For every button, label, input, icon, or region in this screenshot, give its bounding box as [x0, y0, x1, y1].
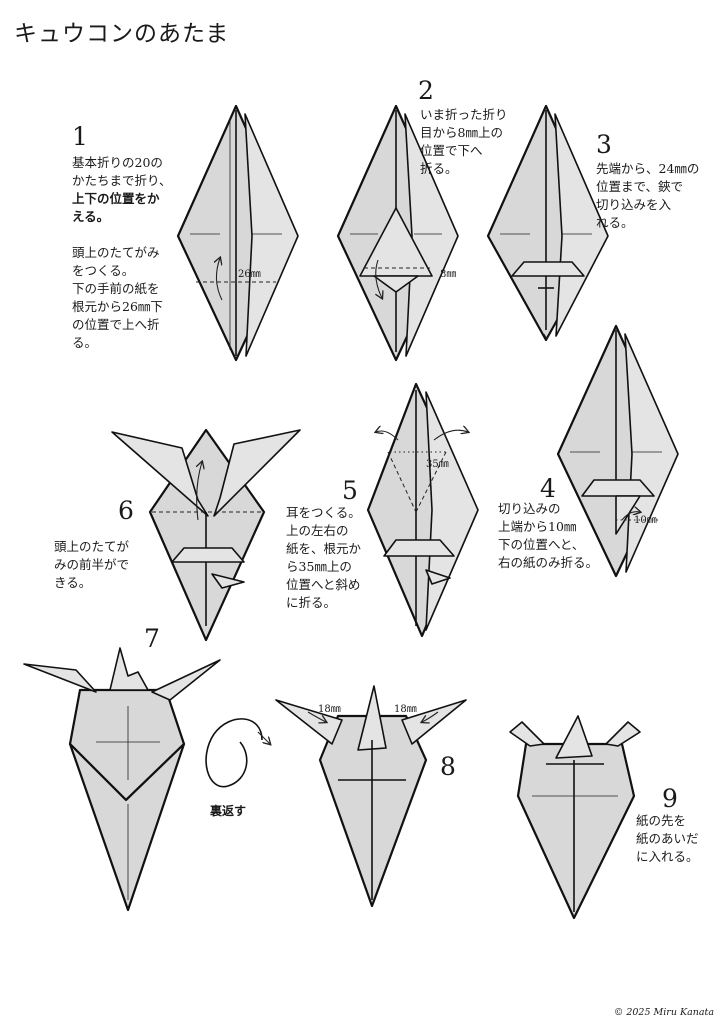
figure-step-1	[176, 104, 299, 362]
figure-step-6	[111, 428, 301, 642]
figure-step-9	[509, 715, 641, 920]
step-9-text: 紙の先を 紙のあいだ に入れる。	[636, 813, 699, 864]
dimension-18mm-left: 18㎜	[318, 704, 341, 715]
step-2-text: いま折った折り 目から8㎜上の 位置で下へ 折る。	[420, 107, 508, 176]
dimension-10mm: 10㎜	[634, 515, 657, 526]
figure-step-3	[486, 104, 609, 342]
step-4-number: 4	[540, 474, 556, 503]
step-1-text-lines: 基本折りの20の かたちまで折り、	[72, 155, 172, 188]
dimension-8mm: 8㎜	[440, 269, 457, 280]
figure-step-8	[275, 685, 467, 908]
step-1-number: 1	[72, 122, 88, 151]
step-9-number: 9	[662, 784, 678, 813]
step-8-number: 8	[440, 752, 456, 781]
step-5-text: 耳をつくる。 上の左右の 紙を、根元か ら35㎜上の 位置へと斜め に折る。	[286, 505, 362, 610]
step-1-text: 基本折りの20の かたちまで折り、 上下の位置をか える。 頭上のたてがみ をつ…	[72, 154, 172, 352]
page-title: キュウコンのあたま	[14, 21, 230, 47]
figure-step-4	[556, 324, 679, 578]
step-1-text-more: 頭上のたてがみ をつくる。 下の手前の紙を 根元から26㎜下 の位置で上へ折 る…	[72, 245, 163, 350]
step-7-number: 7	[144, 624, 160, 653]
step-4-text: 切り込みの 上端から10㎜ 下の位置へと、 右の紙のみ折る。	[498, 501, 599, 570]
step-5-number: 5	[342, 476, 358, 505]
copyright: © 2025 Miru Kanata	[613, 1007, 714, 1018]
step-2-number: 2	[418, 76, 434, 105]
step-6-number: 6	[118, 496, 134, 525]
dimension-35mm: 35㎜	[426, 459, 449, 470]
dimension-18mm-right: 18㎜	[394, 704, 417, 715]
step-3-number: 3	[596, 130, 612, 159]
figure-step-5	[366, 382, 479, 638]
step-3-text: 先端から、24㎜の 位置まで、鋏で 切り込みを入 れる。	[596, 161, 700, 230]
flip-label: 裏返す	[210, 804, 247, 818]
dimension-26mm: 26㎜	[238, 269, 261, 280]
flip-arrow-icon	[205, 718, 270, 788]
figure-step-2	[336, 104, 459, 362]
step-1-bold-text: 上下の位置をか える。	[72, 191, 160, 224]
figure-step-7	[23, 647, 221, 912]
step-6-text: 頭上のたてが みの前半がで きる。	[54, 539, 130, 590]
